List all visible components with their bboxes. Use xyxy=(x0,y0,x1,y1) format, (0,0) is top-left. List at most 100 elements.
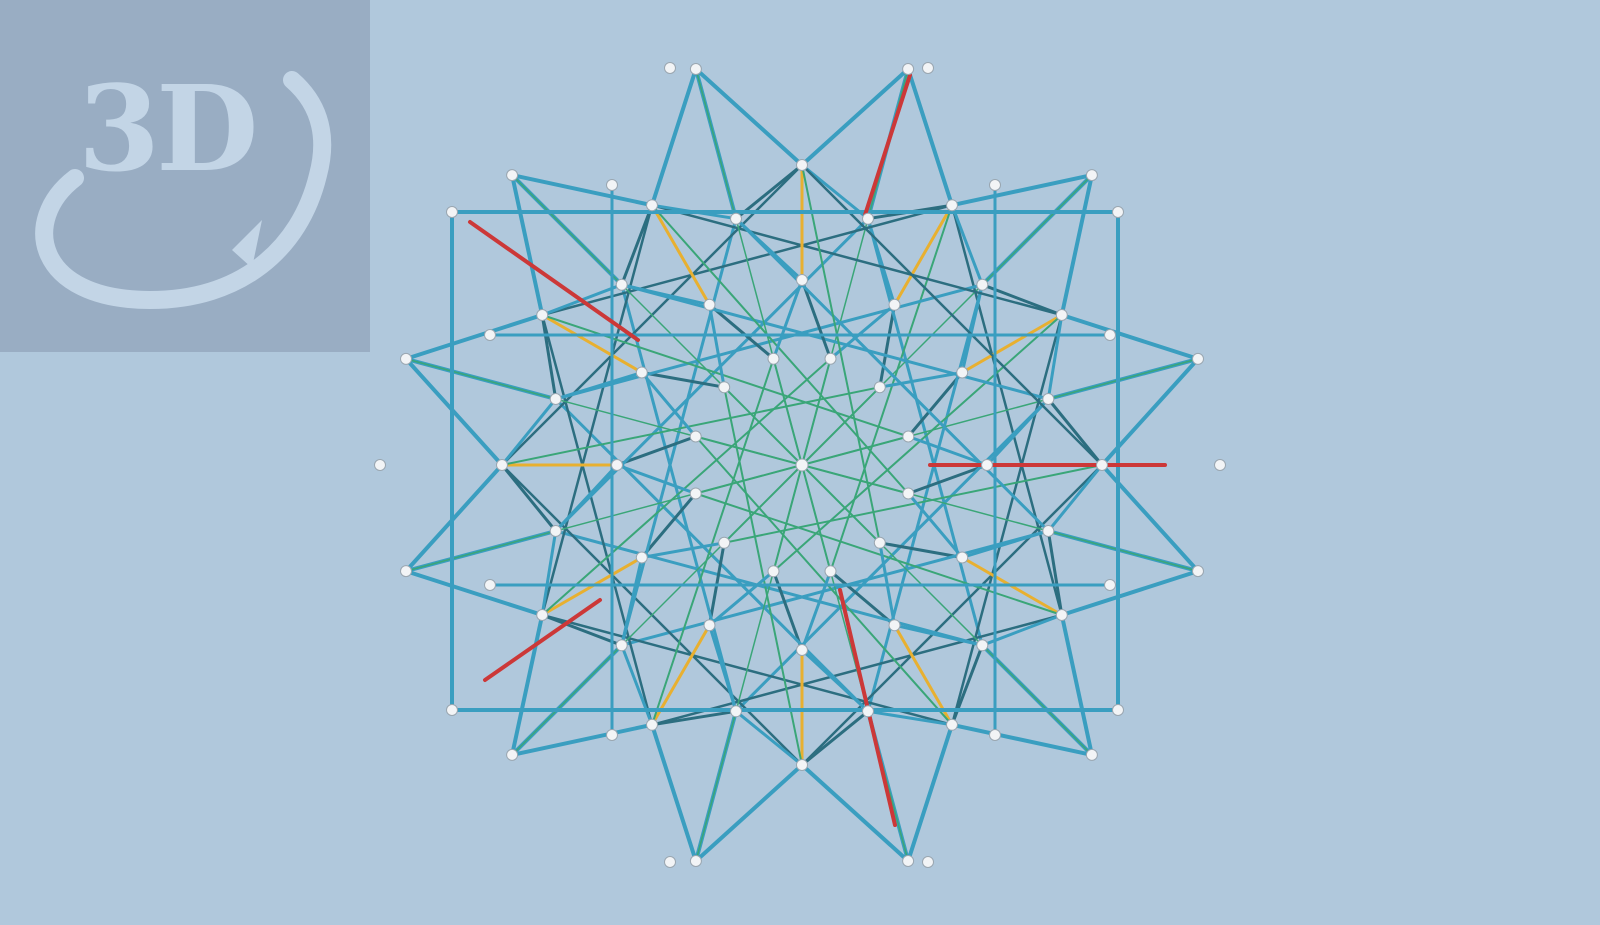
strut xyxy=(866,709,954,727)
node-ball xyxy=(646,718,658,731)
strut xyxy=(500,397,558,467)
strut xyxy=(541,357,832,616)
node-ball xyxy=(506,169,519,182)
strut xyxy=(734,709,804,767)
node-ball xyxy=(606,729,618,741)
node-ball xyxy=(1042,393,1055,405)
node-ball xyxy=(796,644,808,656)
strut xyxy=(650,722,698,863)
strut xyxy=(878,371,964,389)
node-ball xyxy=(902,63,915,75)
strut xyxy=(950,173,1094,208)
strut xyxy=(640,371,726,389)
strut xyxy=(723,386,803,766)
strut xyxy=(615,435,698,467)
strut xyxy=(405,464,803,572)
strut xyxy=(511,174,803,466)
node-ball xyxy=(1085,169,1098,182)
strut xyxy=(510,173,545,317)
strut xyxy=(829,303,896,361)
strut xyxy=(800,67,911,167)
strut xyxy=(906,463,989,495)
node-ball xyxy=(824,565,837,578)
node-ball xyxy=(446,206,458,218)
strut xyxy=(960,313,1064,374)
strut xyxy=(878,303,896,389)
node-ball xyxy=(922,856,934,868)
strut xyxy=(1046,313,1064,401)
node-ball xyxy=(862,212,874,225)
strut xyxy=(734,163,804,221)
node-ball xyxy=(981,459,993,471)
strut xyxy=(651,204,910,495)
node-ball xyxy=(703,619,716,632)
strut xyxy=(906,722,954,863)
strut xyxy=(708,569,775,627)
node-ball xyxy=(1096,459,1108,471)
strut xyxy=(950,643,984,727)
strut xyxy=(651,357,775,726)
node-ball xyxy=(976,639,989,652)
strut xyxy=(1059,613,1094,757)
node-ball xyxy=(1104,329,1116,341)
strut xyxy=(540,613,624,647)
node-ball xyxy=(902,430,915,443)
node-ball xyxy=(400,565,412,578)
node-ball xyxy=(506,748,519,761)
node-ball xyxy=(549,525,562,537)
node-ball xyxy=(956,551,969,564)
node-ball xyxy=(374,459,386,471)
badge-3d[interactable]: 3D xyxy=(0,0,370,352)
strut xyxy=(650,203,711,307)
strut xyxy=(708,303,726,389)
strut xyxy=(772,569,804,652)
node-ball xyxy=(1055,309,1068,321)
strut xyxy=(500,463,558,533)
strut xyxy=(1046,529,1064,617)
strut xyxy=(650,709,738,727)
node-ball xyxy=(615,639,628,652)
node-ball xyxy=(902,855,915,867)
node-ball xyxy=(664,856,676,868)
strut xyxy=(405,358,803,466)
strut xyxy=(620,203,654,287)
rotate-3d-icon xyxy=(35,71,332,310)
node-ball xyxy=(689,430,702,443)
strut xyxy=(620,283,1050,401)
node-ball xyxy=(989,729,1001,741)
node-ball xyxy=(976,278,989,291)
node-ball xyxy=(730,705,742,718)
strut xyxy=(800,163,1104,467)
strut xyxy=(693,763,804,863)
node-ball xyxy=(718,381,731,394)
strut xyxy=(801,464,1093,756)
node-ball xyxy=(1085,748,1098,761)
strut xyxy=(483,598,602,682)
node-ball xyxy=(1104,579,1116,591)
node-ball xyxy=(611,459,623,471)
strut xyxy=(723,464,1103,544)
strut xyxy=(801,164,881,544)
strut xyxy=(540,313,558,401)
strut xyxy=(695,464,803,862)
strut xyxy=(650,67,698,208)
strut xyxy=(510,722,654,757)
strut xyxy=(800,278,832,361)
node-ball xyxy=(536,309,549,321)
strut xyxy=(863,73,912,217)
strut xyxy=(695,68,803,466)
strut xyxy=(615,463,698,495)
node-ball xyxy=(606,179,618,191)
node-ball xyxy=(795,458,809,472)
strut xyxy=(829,204,953,573)
node-ball xyxy=(1214,459,1226,471)
strut xyxy=(540,529,558,617)
node-ball xyxy=(922,62,934,74)
node-ball xyxy=(615,278,628,291)
strut xyxy=(829,569,896,627)
strut xyxy=(1046,397,1104,467)
strut xyxy=(640,541,726,559)
badge-label: 3D xyxy=(78,59,258,198)
node-ball xyxy=(989,179,1001,191)
